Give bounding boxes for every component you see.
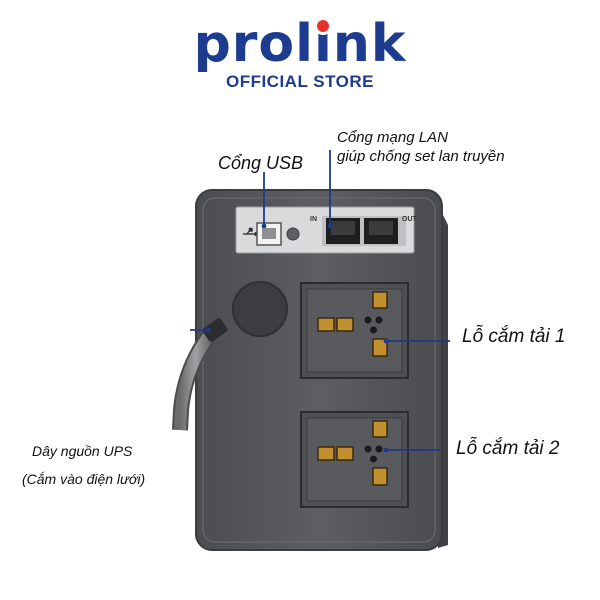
panel-screw [286,227,300,241]
outlet-2 [300,411,409,508]
logo-text: prolınk [193,14,407,74]
outlet-1 [300,282,409,379]
outlet-2-label: Lỗ cắm tải 2 [456,438,560,459]
usb-port [256,222,282,246]
outlet-1-label: Lỗ cắm tải 1 [462,326,566,347]
outlet-1-callout-dot [383,338,389,344]
callout-lines [190,150,450,453]
power-cord [172,318,228,431]
port-label-out: OUT [402,216,418,223]
power-cord-label-line1: Dây nguồn UPS [32,443,133,459]
port-panel: IN OUT [235,206,418,254]
lan-port-label: Cổng mạng LAN giúp chống set lan truyền [337,128,505,166]
port-label-in: IN [310,216,317,223]
brand-header: prolınk OFFICIAL STORE [0,14,600,92]
lan-port-label-line2: giúp chống set lan truyền [337,148,505,165]
lan-port-label-line1: Cổng mạng LAN [337,129,448,146]
lan-ports: IN OUT [310,216,418,246]
circuit-breaker-cover [232,281,288,337]
store-subtitle: OFFICIAL STORE [225,72,375,91]
usb-callout-dot [261,223,267,229]
logo-dot-icon: ı [313,14,333,74]
power-cord-label-line2: (Cắm vào điện lưới) [22,471,146,487]
power-cord-label: Dây nguồn UPS (Cắm vào điện lưới) [22,437,145,493]
prolink-logo: prolınk [0,14,600,74]
usb-port-label: Cổng USB [218,153,304,173]
cord-callout-dot [205,327,211,333]
outlet-2-callout-dot [383,447,389,453]
lan-callout-dot [327,223,333,229]
